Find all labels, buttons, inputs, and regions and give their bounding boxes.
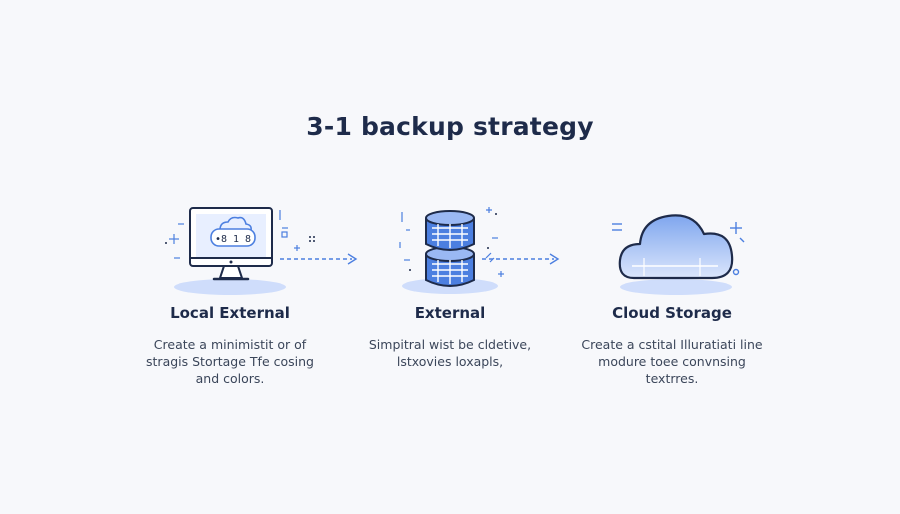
screen-readout: •8 1 8 [215, 234, 251, 245]
cloud-storage-label: Cloud Storage [612, 304, 732, 322]
cloud-icon [562, 200, 782, 300]
flow-arrow-icon [482, 253, 560, 265]
cloud-storage-description: Create a cstital Illuratiati line modure… [581, 337, 763, 386]
monitor-cloud-icon: •8 1 8 [120, 200, 340, 300]
database-icon [340, 200, 560, 300]
local-external-label: Local External [170, 304, 290, 322]
external-label: External [414, 304, 486, 322]
cloud-storage-column: Cloud Storage Create a cstital Illuratia… [562, 200, 782, 387]
local-external-description: Create a minimistit or of stragis Storta… [146, 337, 314, 386]
external-description: Simpitral wist be cldetive, lstxovies lo… [368, 337, 532, 369]
external-column: External Simpitral wist be cldetive, lst… [340, 200, 560, 370]
local-external-column: •8 1 8 Local External [120, 200, 340, 387]
diagram-title: 3-1 backup strategy [306, 112, 594, 141]
flow-arrow-icon [280, 253, 358, 265]
